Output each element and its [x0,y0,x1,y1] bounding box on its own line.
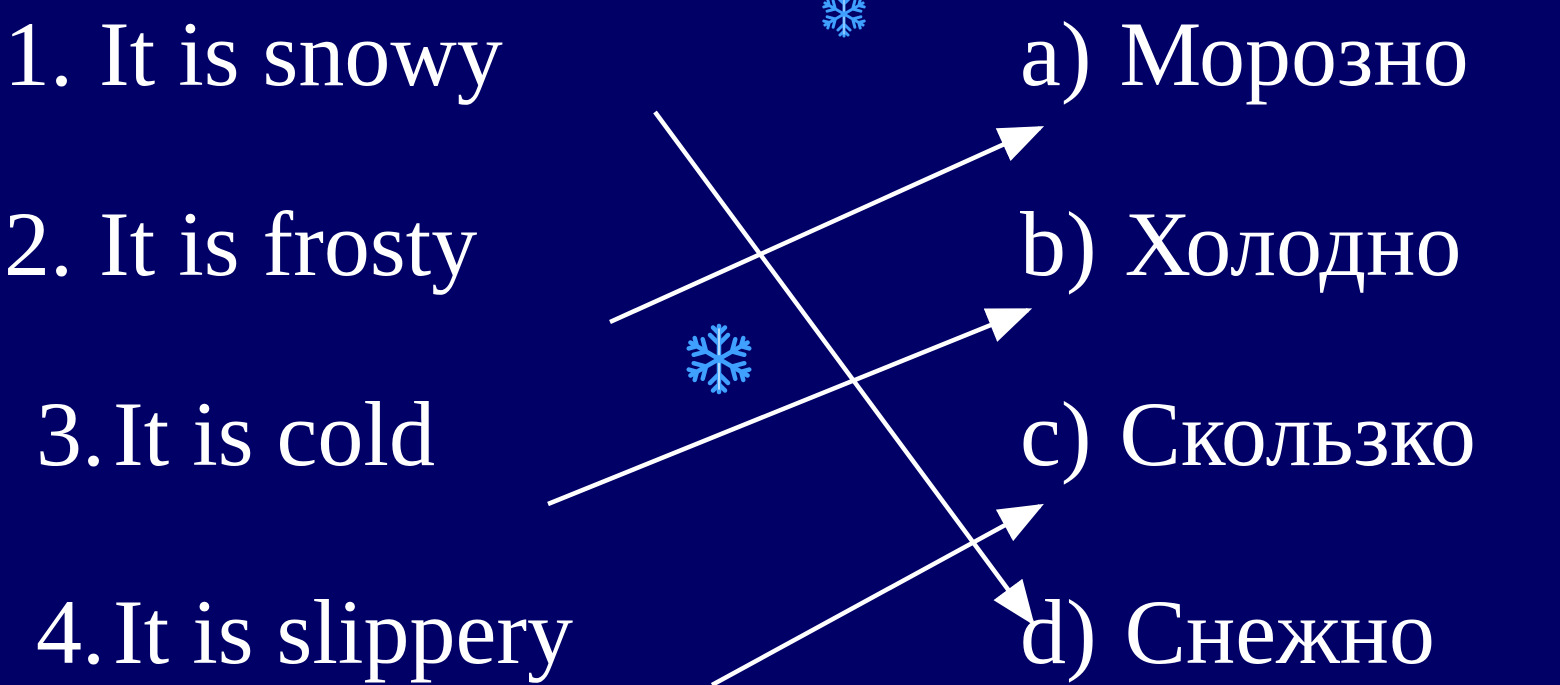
arrow-2-to-a [609,125,1045,325]
snowflake-icon [680,323,758,398]
phrase-text: It is snowy [99,3,503,105]
english-phrase-3: 3.It is cold [36,388,435,480]
translation-letter: a) [1020,3,1092,105]
phrase-number: 2. [4,193,73,295]
phrase-text: It is frosty [99,193,478,295]
translation-a: a)Морозно [1020,8,1469,100]
phrase-number: 3. [36,383,105,485]
translation-letter: b) [1020,193,1097,295]
arrow-4-to-c [710,503,1044,685]
english-phrase-1: 1.It is snowy [4,8,503,100]
translation-letter: d) [1020,581,1097,683]
english-phrase-2: 2.It is frosty [4,198,477,290]
translation-text: Морозно [1119,3,1469,105]
snowflake-icon [820,0,868,38]
phrase-number: 1. [4,3,73,105]
english-phrase-4: 4.It is slippery [36,586,573,678]
translation-b: b)Холодно [1020,198,1461,290]
translation-text: Снежно [1124,581,1435,683]
phrase-number: 4. [36,581,105,683]
arrow-3-to-b [547,307,1033,507]
translation-letter: c) [1020,383,1092,485]
translation-text: Скользко [1119,383,1476,485]
phrase-text: It is cold [113,383,435,485]
phrase-text: It is slippery [113,581,573,683]
translation-d: d)Снежно [1020,586,1435,678]
translation-c: c)Скользко [1020,388,1476,480]
translation-text: Холодно [1124,193,1462,295]
